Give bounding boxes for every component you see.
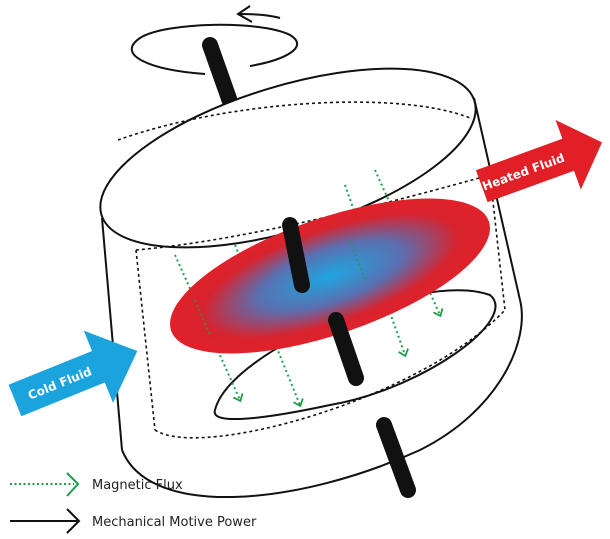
legend: Magnetic Flux Mechanical Motive Power	[10, 472, 257, 534]
magnetocaloric-disc	[170, 198, 490, 354]
shaft-middle	[282, 217, 310, 293]
shaft-lower	[328, 312, 364, 386]
cold-fluid-arrow: Cold Fluid	[8, 330, 138, 417]
legend-magnetic-flux: Magnetic Flux	[92, 478, 183, 493]
shaft-bottom	[376, 417, 416, 498]
rotation-arrow-icon	[130, 5, 298, 75]
legend-mechanical-power: Mechanical Motive Power	[92, 515, 257, 530]
heated-fluid-arrow: Heated Fluid	[475, 119, 603, 203]
